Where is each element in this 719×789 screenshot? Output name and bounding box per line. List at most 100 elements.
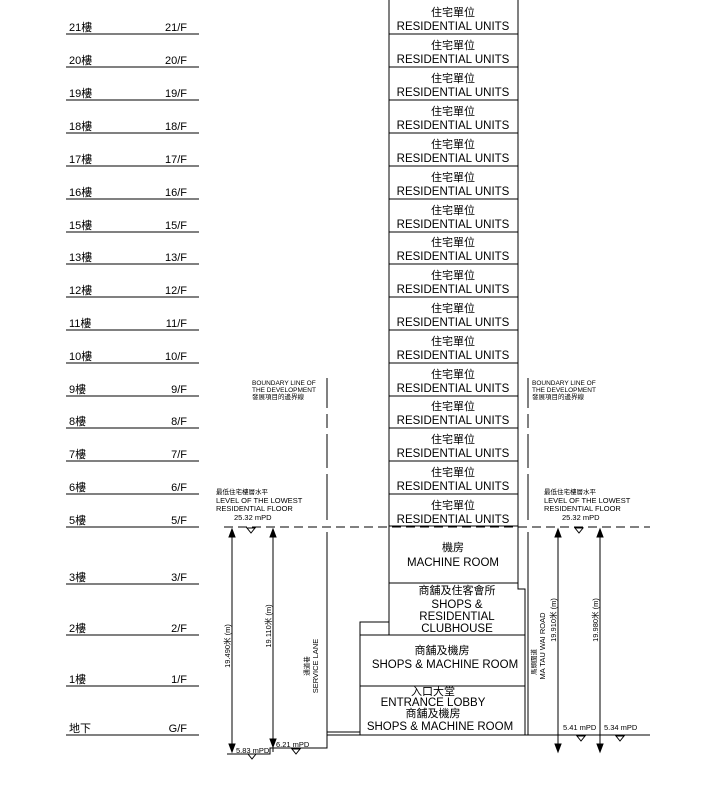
floor-label-en: 10/F	[165, 351, 187, 363]
lobby-cn: 入口大堂	[411, 684, 455, 698]
floor-label-en: 18/F	[165, 121, 187, 133]
floor-label-en: 12/F	[165, 285, 187, 297]
residential-units-en: RESIDENTIAL UNITS	[397, 415, 510, 427]
residential-units-en: RESIDENTIAL UNITS	[397, 448, 510, 460]
residential-units-en: RESIDENTIAL UNITS	[397, 383, 510, 395]
residential-units-en: RESIDENTIAL UNITS	[397, 317, 510, 329]
floor-label-cn: 15樓	[69, 218, 92, 232]
residential-units-cn: 住宅單位	[431, 38, 475, 52]
residential-units-cn: 住宅單位	[431, 137, 475, 151]
clubhouse-en-2: RESIDENTIAL	[419, 611, 495, 623]
level-marker-5-83	[246, 753, 258, 760]
residential-units-cn: 住宅單位	[431, 268, 475, 282]
floor-label-en: 21/F	[165, 22, 187, 34]
floor-label-cn: 5樓	[69, 513, 86, 527]
floor-label-en: 5/F	[171, 515, 187, 527]
floor-label-en: 1/F	[171, 674, 187, 686]
level-marker-right-top	[573, 527, 585, 534]
residential-units-en: RESIDENTIAL UNITS	[397, 251, 510, 263]
residential-units-en: RESIDENTIAL UNITS	[397, 153, 510, 165]
floor-label-en: 3/F	[171, 572, 187, 584]
floor-label-en: 2/F	[171, 623, 187, 635]
floor-label-cn: 8樓	[69, 414, 86, 428]
residential-units-cn: 住宅單位	[431, 465, 475, 479]
lowest-right-en-2: RESIDENTIAL FLOOR	[544, 504, 621, 513]
floor-label-en: G/F	[169, 723, 188, 735]
floor-label-cn: 17樓	[69, 152, 92, 166]
floor-label-en: 19/F	[165, 88, 187, 100]
boundary-left-cn: 發展項目的邊界線	[252, 392, 305, 401]
residential-units-en: RESIDENTIAL UNITS	[397, 350, 510, 362]
road-en: MA TAU WAI ROAD	[538, 612, 547, 680]
level-marker-left-top	[245, 527, 257, 534]
dim-19110: 19.110米 (m)	[263, 604, 273, 648]
floor-label-en: 11/F	[166, 318, 187, 330]
boundary-right-en-1: BOUNDARY LINE OF	[532, 380, 596, 387]
boundary-right-cn: 發展項目的邊界線	[532, 392, 585, 401]
floor-label-cn: 11樓	[69, 316, 91, 330]
floor-label-en: 15/F	[165, 220, 187, 232]
floor-label-cn: 9樓	[69, 382, 86, 396]
residential-units-cn: 住宅單位	[431, 235, 475, 249]
residential-units-en: RESIDENTIAL UNITS	[397, 186, 510, 198]
residential-units-cn: 住宅單位	[431, 399, 475, 413]
lobby-en: ENTRANCE LOBBY	[381, 697, 486, 709]
residential-units-cn: 住宅單位	[431, 301, 475, 315]
floor-label-cn: 21樓	[69, 20, 92, 34]
floor-label-en: 17/F	[165, 154, 187, 166]
floor-label-en: 8/F	[171, 416, 187, 428]
residential-units-en: RESIDENTIAL UNITS	[397, 514, 510, 526]
floor-label-cn: 19樓	[69, 86, 92, 100]
floor-label-cn: 2樓	[69, 621, 86, 635]
clubhouse-en-3: CLUBHOUSE	[421, 623, 493, 635]
lobby-en-2: SHOPS & MACHINE ROOM	[367, 721, 513, 733]
floor-label-cn: 10樓	[69, 349, 92, 363]
floor-label-en: 7/F	[171, 449, 187, 461]
boundary-left-en-1: BOUNDARY LINE OF	[252, 380, 316, 387]
level-5-34: 5.34 mPD	[604, 723, 638, 732]
shops-machine-en: SHOPS & MACHINE ROOM	[372, 659, 518, 671]
floor-label-cn: 3樓	[69, 570, 86, 584]
level-5-83: 5.83 mPD	[236, 746, 270, 755]
floor-label-en: 16/F	[165, 187, 187, 199]
boundary-right-en-2: THE DEVELOPMENT	[532, 387, 596, 394]
residential-units-en: RESIDENTIAL UNITS	[397, 54, 510, 66]
residential-stack: 住宅單位 RESIDENTIAL UNITS 住宅單位 RESIDENTIAL UNI…	[389, 5, 518, 526]
lowest-left-level: 25.32 mPD	[234, 513, 272, 522]
road-cn: 馬頭圍道	[529, 649, 538, 676]
level-marker-5-34	[614, 735, 626, 742]
lowest-right-level: 25.32 mPD	[562, 513, 600, 522]
lowest-left-cn: 最低住宅樓層水平	[216, 487, 269, 496]
level-6-21: 6.21 mPD	[276, 740, 310, 749]
residential-units-en: RESIDENTIAL UNITS	[397, 481, 510, 493]
floor-label-en: 13/F	[165, 252, 187, 264]
residential-units-cn: 住宅單位	[431, 334, 475, 348]
residential-units-cn: 住宅單位	[431, 5, 475, 19]
floor-label-en: 20/F	[165, 55, 187, 67]
floor-label-cn: 7樓	[69, 447, 86, 461]
clubhouse-en-1: SHOPS &	[431, 599, 482, 611]
residential-units-en: RESIDENTIAL UNITS	[397, 120, 510, 132]
level-marker-6-21	[290, 748, 302, 755]
boundary-left-en-2: THE DEVELOPMENT	[252, 387, 316, 394]
dim-19910: 19.910米 (m)	[548, 598, 558, 642]
residential-units-en: RESIDENTIAL UNITS	[397, 219, 510, 231]
residential-units-cn: 住宅單位	[431, 498, 475, 512]
service-lane-en: SERVICE LANE	[311, 639, 320, 693]
clubhouse-cn: 商舖及住客會所	[419, 583, 496, 597]
residential-units-cn: 住宅單位	[431, 432, 475, 446]
floor-label-en: 6/F	[171, 482, 187, 494]
service-lane-cn: 通道巷	[302, 656, 311, 676]
lowest-left-en-1: LEVEL OF THE LOWEST	[216, 496, 303, 505]
dimension-lines	[228, 527, 604, 754]
floor-label-cn: 12樓	[69, 283, 92, 297]
machine-room-en: MACHINE ROOM	[407, 557, 499, 569]
residential-units-cn: 住宅單位	[431, 104, 475, 118]
podium-outline	[359, 0, 526, 736]
dim-19980: 19.980米 (m)	[590, 598, 600, 642]
ground-lines	[227, 731, 650, 755]
residential-units-en: RESIDENTIAL UNITS	[397, 21, 510, 33]
floor-label-cn: 20樓	[69, 53, 92, 67]
